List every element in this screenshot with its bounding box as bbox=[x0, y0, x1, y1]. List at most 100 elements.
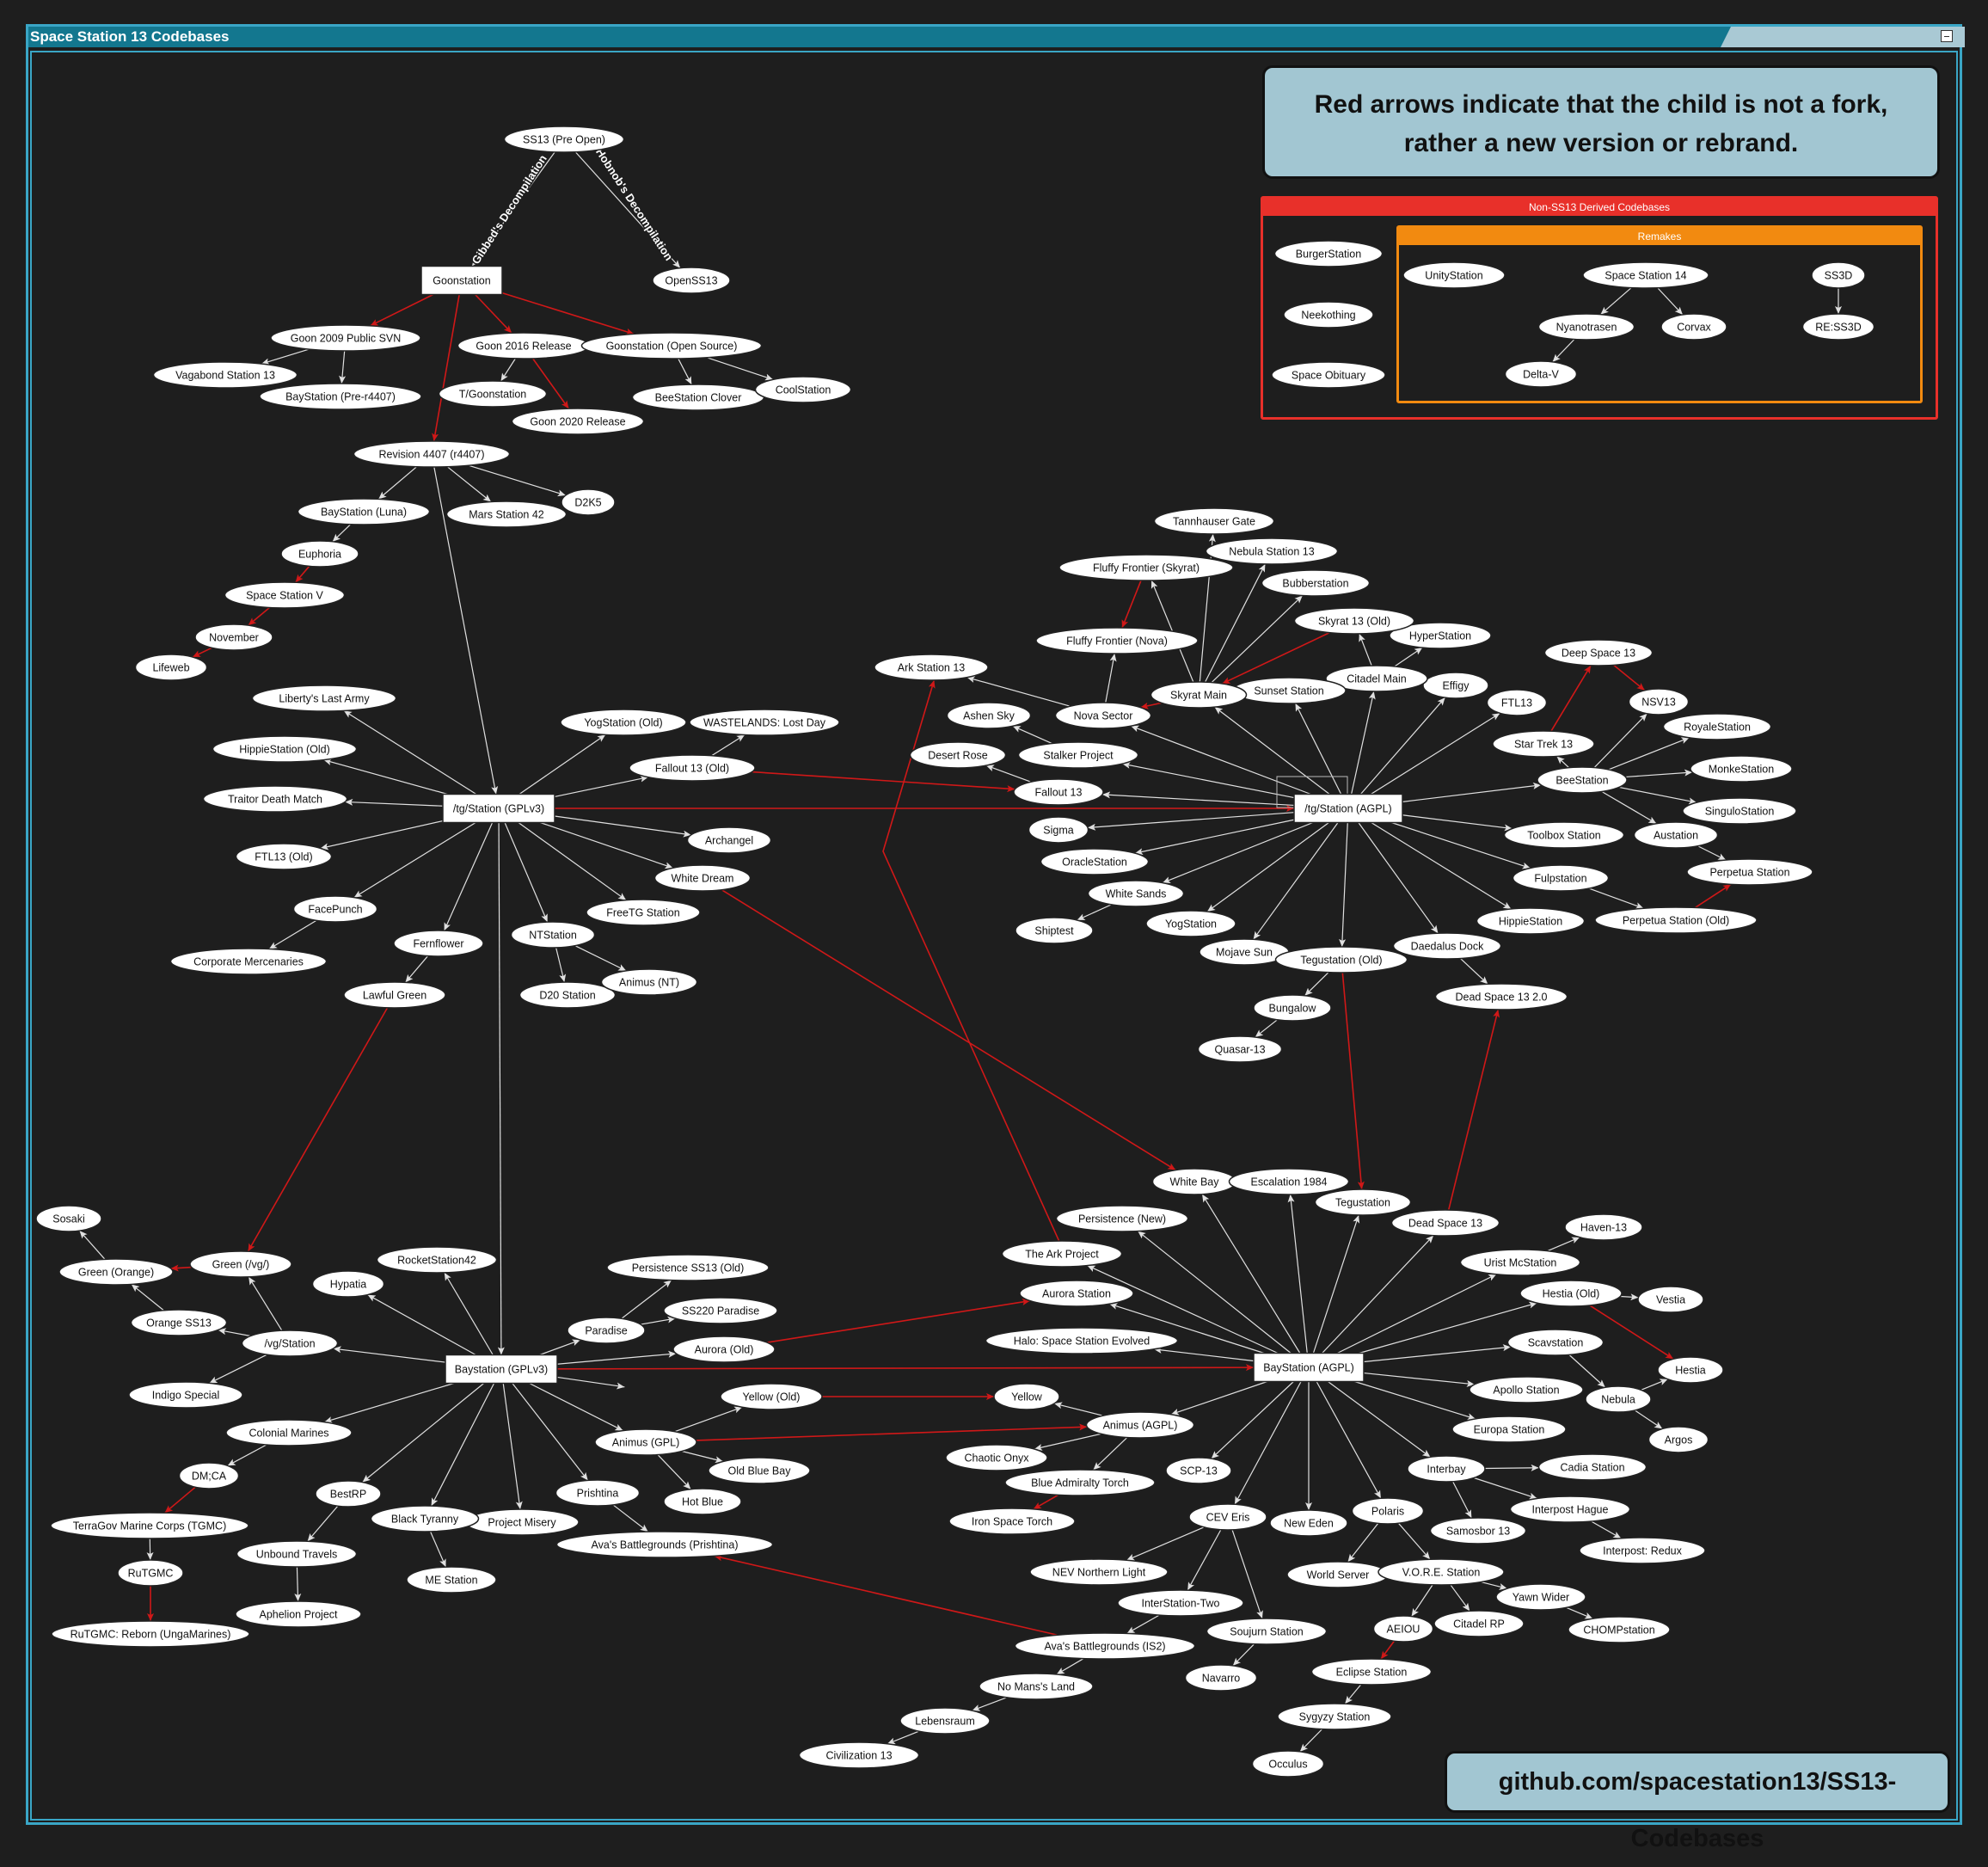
node-scavstation[interactable]: Scavstation bbox=[1508, 1330, 1604, 1355]
node-scp13[interactable]: SCP-13 bbox=[1166, 1458, 1231, 1483]
node-daedalus[interactable]: Daedalus Dock bbox=[1394, 933, 1501, 959]
node-navarro[interactable]: Navarro bbox=[1186, 1665, 1257, 1691]
node-hestia[interactable]: Hestia bbox=[1658, 1357, 1723, 1383]
node-auroraold[interactable]: Aurora (Old) bbox=[673, 1336, 775, 1362]
node-freetg[interactable]: FreeTG Station bbox=[586, 900, 700, 925]
node-baygpl[interactable]: Baystation (GPLv3) bbox=[445, 1355, 557, 1384]
node-interhague[interactable]: Interpost Hague bbox=[1511, 1496, 1630, 1522]
node-austation[interactable]: Austation bbox=[1635, 822, 1718, 848]
node-desertrose[interactable]: Desert Rose bbox=[911, 742, 1006, 768]
node-rutgmc[interactable]: RuTGMC bbox=[118, 1560, 183, 1586]
node-monke[interactable]: MonkeStation bbox=[1690, 756, 1792, 782]
node-vgstation[interactable]: /vg/Station bbox=[242, 1330, 338, 1356]
node-bestrp[interactable]: BestRP bbox=[316, 1481, 381, 1507]
node-indigo[interactable]: Indigo Special bbox=[129, 1382, 242, 1408]
node-sigma[interactable]: Sigma bbox=[1029, 817, 1089, 843]
node-nevlight[interactable]: NEV Northern Light bbox=[1030, 1559, 1168, 1585]
node-citadelrp[interactable]: Citadel RP bbox=[1434, 1611, 1524, 1637]
node-openss13[interactable]: OpenSS13 bbox=[653, 267, 730, 293]
node-interredux[interactable]: Interpost: Redux bbox=[1580, 1538, 1705, 1563]
node-november[interactable]: November bbox=[195, 624, 273, 650]
node-vore[interactable]: V.O.R.E. Station bbox=[1378, 1559, 1504, 1585]
node-yawn[interactable]: Yawn Wider bbox=[1496, 1584, 1586, 1610]
node-facepunch[interactable]: FacePunch bbox=[294, 896, 377, 922]
node-eclipse[interactable]: Eclipse Station bbox=[1312, 1659, 1432, 1685]
node-escalation[interactable]: Escalation 1984 bbox=[1230, 1169, 1349, 1195]
node-oracle[interactable]: OracleStation bbox=[1041, 849, 1149, 875]
node-hestiaold[interactable]: Hestia (Old) bbox=[1520, 1280, 1622, 1306]
node-yogold[interactable]: YogStation (Old) bbox=[561, 709, 686, 735]
node-halo[interactable]: Halo: Space Station Evolved bbox=[986, 1328, 1178, 1354]
node-bayagpl[interactable]: BayStation (AGPL) bbox=[1254, 1354, 1364, 1382]
node-arkss13[interactable]: Ark Station 13 bbox=[874, 654, 988, 680]
node-tannhauser[interactable]: Tannhauser Gate bbox=[1155, 508, 1274, 534]
node-chaoticonyx[interactable]: Chaotic Onyx bbox=[946, 1445, 1047, 1471]
node-fluffysky[interactable]: Fluffy Frontier (Skyrat) bbox=[1059, 555, 1233, 580]
node-whitesands[interactable]: White Sands bbox=[1089, 881, 1184, 906]
node-argos[interactable]: Argos bbox=[1649, 1427, 1709, 1452]
node-goon2009[interactable]: Goon 2009 Public SVN bbox=[271, 325, 420, 351]
node-haven13[interactable]: Haven-13 bbox=[1565, 1214, 1642, 1240]
node-vagabond[interactable]: Vagabond Station 13 bbox=[154, 362, 298, 388]
node-unbound[interactable]: Unbound Travels bbox=[237, 1541, 357, 1567]
node-vestia[interactable]: Vestia bbox=[1638, 1287, 1703, 1312]
node-paradise[interactable]: Paradise bbox=[568, 1317, 645, 1343]
node-ironspace[interactable]: Iron Space Torch bbox=[949, 1508, 1075, 1534]
node-perpetua[interactable]: Perpetua Station bbox=[1687, 859, 1813, 885]
node-arkproject[interactable]: The Ark Project bbox=[1003, 1241, 1122, 1267]
node-nsv13[interactable]: NSV13 bbox=[1629, 689, 1689, 715]
node-beestation[interactable]: BeeStation bbox=[1537, 767, 1627, 793]
node-yellowold[interactable]: Yellow (Old) bbox=[721, 1384, 822, 1409]
node-nomansland[interactable]: No Mans's Land bbox=[979, 1674, 1093, 1699]
node-fallout13[interactable]: Fallout 13 bbox=[1014, 779, 1103, 805]
node-lifeweb[interactable]: Lifeweb bbox=[136, 654, 207, 680]
node-d2k5[interactable]: D2K5 bbox=[561, 489, 615, 515]
node-skyratmain[interactable]: Skyrat Main bbox=[1151, 682, 1247, 708]
node-beeclover[interactable]: BeeStation Clover bbox=[633, 384, 764, 410]
node-burger[interactable]: BurgerStation bbox=[1275, 241, 1383, 267]
node-wastelands[interactable]: WASTELANDS: Lost Day bbox=[690, 709, 839, 735]
node-nebula13[interactable]: Nebula Station 13 bbox=[1206, 538, 1338, 564]
node-orangess13[interactable]: Orange SS13 bbox=[132, 1310, 227, 1336]
node-ss3d[interactable]: SS3D bbox=[1812, 262, 1865, 288]
node-tgoon[interactable]: T/Goonstation bbox=[439, 381, 547, 407]
node-persistold[interactable]: Persistence SS13 (Old) bbox=[607, 1255, 769, 1280]
node-ds13_2[interactable]: Dead Space 13 2.0 bbox=[1436, 984, 1568, 1010]
node-avaprish[interactable]: Ava's Battlegrounds (Prishtina) bbox=[557, 1532, 773, 1557]
node-deltav[interactable]: Delta-V bbox=[1506, 361, 1577, 387]
node-avais2[interactable]: Ava's Battlegrounds (IS2) bbox=[1015, 1633, 1195, 1659]
node-novasector[interactable]: Nova Sector bbox=[1056, 703, 1151, 728]
node-animusnt[interactable]: Animus (NT) bbox=[602, 969, 697, 995]
node-nyanotrasen[interactable]: Nyanotrasen bbox=[1539, 314, 1635, 340]
node-ss13pre[interactable]: SS13 (Pre Open) bbox=[505, 126, 624, 152]
node-neweden[interactable]: New Eden bbox=[1270, 1510, 1347, 1536]
node-oldbluebay[interactable]: Old Blue Bay bbox=[709, 1458, 810, 1483]
node-fluffynova[interactable]: Fluffy Frontier (Nova) bbox=[1036, 628, 1198, 654]
node-traitordm[interactable]: Traitor Death Match bbox=[204, 786, 347, 812]
node-animusgpl[interactable]: Animus (GPL) bbox=[595, 1429, 696, 1455]
node-yellow[interactable]: Yellow bbox=[994, 1384, 1059, 1409]
node-mars42[interactable]: Mars Station 42 bbox=[447, 501, 567, 527]
node-singulo[interactable]: SinguloStation bbox=[1683, 798, 1796, 824]
node-unity[interactable]: UnityStation bbox=[1403, 262, 1505, 288]
node-samosbor[interactable]: Samosbor 13 bbox=[1431, 1518, 1526, 1544]
node-startrek[interactable]: Star Trek 13 bbox=[1493, 731, 1594, 757]
node-quasar[interactable]: Quasar-13 bbox=[1199, 1036, 1282, 1062]
node-dmca[interactable]: DM;CA bbox=[180, 1463, 239, 1489]
node-greenvg[interactable]: Green (/vg/) bbox=[190, 1251, 291, 1277]
node-chomp[interactable]: CHOMPstation bbox=[1568, 1617, 1670, 1643]
node-fallout13old[interactable]: Fallout 13 (Old) bbox=[629, 755, 755, 781]
node-whitedream[interactable]: White Dream bbox=[655, 865, 751, 891]
node-ss14[interactable]: Space Station 14 bbox=[1583, 262, 1709, 288]
node-projmisery[interactable]: Project Misery bbox=[465, 1509, 579, 1535]
node-bayluna[interactable]: BayStation (Luna) bbox=[298, 499, 430, 525]
node-urist[interactable]: Urist McStation bbox=[1461, 1250, 1580, 1275]
node-animusagpl[interactable]: Animus (AGPL) bbox=[1087, 1412, 1194, 1438]
node-royale[interactable]: RoyaleStation bbox=[1664, 714, 1771, 740]
node-lawfulgreen[interactable]: Lawful Green bbox=[344, 982, 445, 1008]
node-neekothing[interactable]: Neekothing bbox=[1284, 302, 1373, 328]
node-archangel[interactable]: Archangel bbox=[688, 827, 771, 853]
node-tegustation[interactable]: Tegustation bbox=[1316, 1189, 1411, 1215]
node-mestation[interactable]: ME Station bbox=[407, 1567, 496, 1593]
node-bubber[interactable]: Bubberstation bbox=[1262, 570, 1370, 596]
